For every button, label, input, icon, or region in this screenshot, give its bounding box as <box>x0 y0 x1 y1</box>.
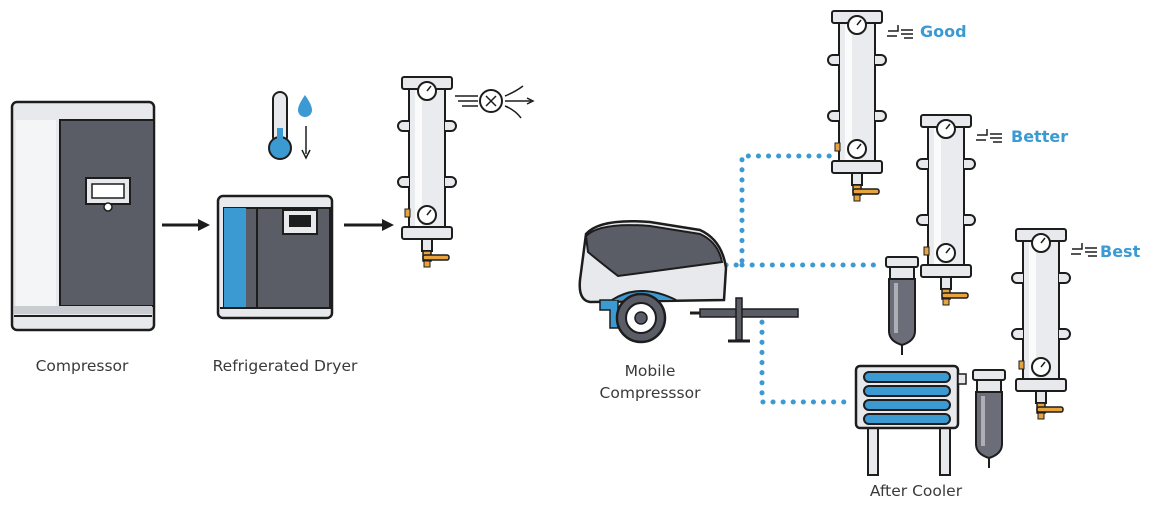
air-flow-icon <box>455 85 535 119</box>
grade-good-label: Good <box>920 22 967 41</box>
refrigerated-dryer-label: Refrigerated Dryer <box>212 357 358 375</box>
mobile-compressor-label-line2: Compresssor <box>599 384 701 402</box>
filter-housing-good <box>827 10 887 202</box>
dotted-line-good <box>723 153 838 268</box>
air-vent-icon-good <box>887 25 913 39</box>
water-drop-icon <box>298 95 312 117</box>
dotted-line-best <box>759 309 851 405</box>
grade-better-label: Better <box>1011 127 1069 146</box>
mobile-compressor-illustration <box>578 219 799 344</box>
air-vent-icon-best <box>1071 243 1097 257</box>
flow-arrow-2 <box>344 219 394 231</box>
filter-housing-better <box>916 114 976 306</box>
grade-best-label: Best <box>1100 242 1141 261</box>
refrigerated-dryer-illustration <box>216 194 334 320</box>
air-vent-icon-better <box>976 129 1002 143</box>
filter-housing-main <box>397 76 457 268</box>
down-arrow-icon <box>301 126 311 160</box>
cartridge-filter-best <box>972 369 1006 469</box>
thermometer-icon <box>268 91 292 160</box>
mobile-compressor-label-line1: Mobile <box>624 362 676 380</box>
after-cooler-illustration <box>854 364 967 476</box>
after-cooler-label: After Cooler <box>869 482 963 500</box>
cartridge-filter-better <box>885 256 919 356</box>
flow-arrow-1 <box>162 219 210 231</box>
filter-housing-best <box>1011 228 1071 420</box>
compressor-illustration <box>10 100 156 332</box>
compressor-label: Compressor <box>35 357 129 375</box>
